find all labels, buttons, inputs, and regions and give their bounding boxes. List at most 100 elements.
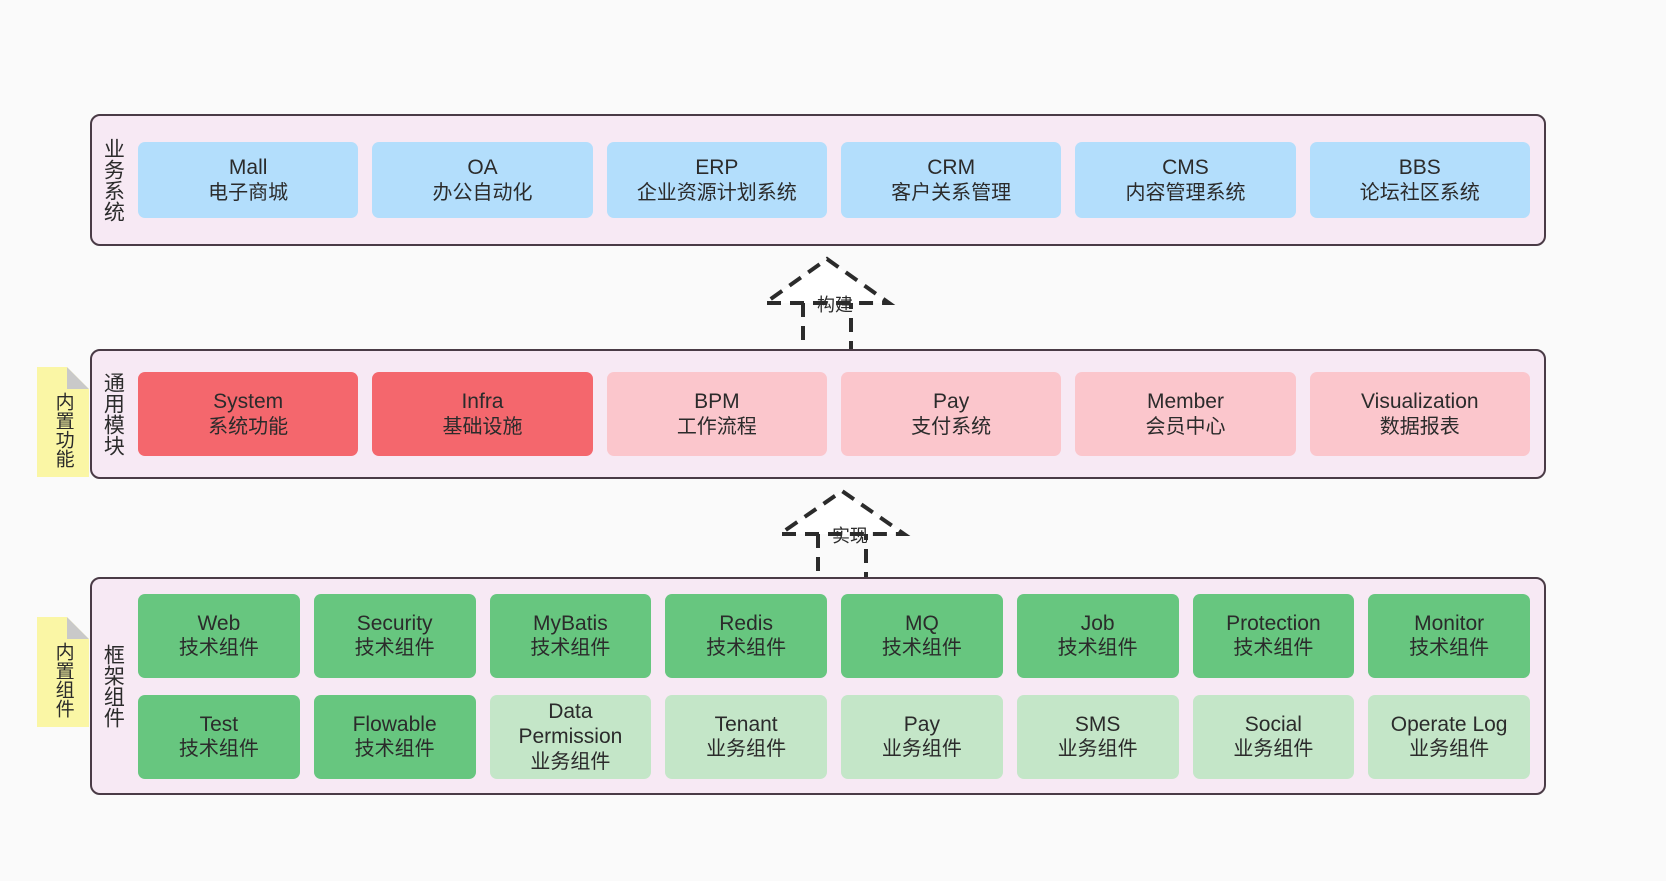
module-box-name: Operate Log [1390,712,1508,736]
module-box-name: Mall [228,156,268,179]
module-box-desc: 技术组件 [1233,637,1314,660]
module-box-desc: 业务组件 [1057,738,1138,761]
note-fold-icon [67,617,89,639]
module-box-name: MQ [904,611,939,635]
module-box-desc: 基础设施 [442,415,523,438]
module-box-name: Monitor [1414,611,1485,635]
module-box-desc: 技术组件 [1057,637,1138,660]
module-box-name: Web [197,611,241,635]
module-box-desc: 数据报表 [1379,415,1460,438]
module-box-name: BPM [694,390,740,413]
module-box-name: Infra [461,390,504,413]
note-builtin-component-label: 内置组件 [52,642,74,718]
module-box-desc: 技术组件 [881,637,962,660]
module-box-name: CMS [1162,156,1209,179]
module-box-name: Test [199,712,239,736]
module-box-desc: 技术组件 [178,637,259,660]
module-box-name: System [213,390,284,413]
module-box-desc: 业务组件 [706,738,787,761]
connector-build: 构建 [755,255,915,355]
module-box-desc: 技术组件 [354,738,435,761]
module-box-desc: 办公自动化 [432,181,533,204]
module-box-name: SMS [1074,712,1121,736]
module-box-desc: 电子商城 [208,181,289,204]
layer-title-business-system: 业务系统 [101,138,125,222]
module-box-desc: 技术组件 [1409,637,1490,660]
module-box-desc: 内容管理系统 [1125,181,1246,204]
module-box-desc: 技术组件 [530,637,611,660]
module-box-name: Pay [933,390,970,413]
module-box-desc: 系统功能 [208,415,289,438]
module-box-name: Protection [1226,611,1321,635]
module-box-name: MyBatis [533,611,608,635]
note-builtin-component: 内置组件 [37,617,89,727]
module-box-name: Job [1080,611,1115,635]
note-fold-icon [67,367,89,389]
connector-implement-label: 实现 [832,526,868,546]
module-box-name: CRM [927,156,976,179]
module-box-name: Social [1244,712,1302,736]
module-box-desc: 业务组件 [1233,738,1314,761]
module-box-desc: 支付系统 [911,415,992,438]
module-box-name: ERP [695,156,739,179]
layer-title-common-module: 通用模块 [101,372,125,456]
module-box-desc: 工作流程 [676,415,757,438]
connector-build-label: 构建 [817,295,853,315]
module-box-desc: 技术组件 [706,637,787,660]
module-box-desc: 业务组件 [881,738,962,761]
module-box-name: Flowable [352,712,437,736]
module-box-name: Member [1146,390,1224,413]
module-box-desc: 论坛社区系统 [1359,181,1480,204]
connector-implement: 实现 [770,488,930,586]
layer-title-framework-component: 框架组件 [101,644,125,728]
module-box-desc: 会员中心 [1145,415,1226,438]
module-box-desc: 客户关系管理 [891,181,1012,204]
module-box-name: BBS [1398,156,1441,179]
note-builtin-function-label: 内置功能 [52,392,74,468]
module-box-desc: 业务组件 [1409,738,1490,761]
module-box-name: Security [356,611,433,635]
module-box-name: OA [467,156,498,179]
module-box-desc: 技术组件 [354,637,435,660]
module-box-name: Redis [719,611,773,635]
module-box-desc: 企业资源计划系统 [636,181,797,204]
module-box-desc: 技术组件 [178,738,259,761]
module-box-name: Visualization [1361,390,1479,413]
module-box-name: Data Permission [518,699,623,749]
